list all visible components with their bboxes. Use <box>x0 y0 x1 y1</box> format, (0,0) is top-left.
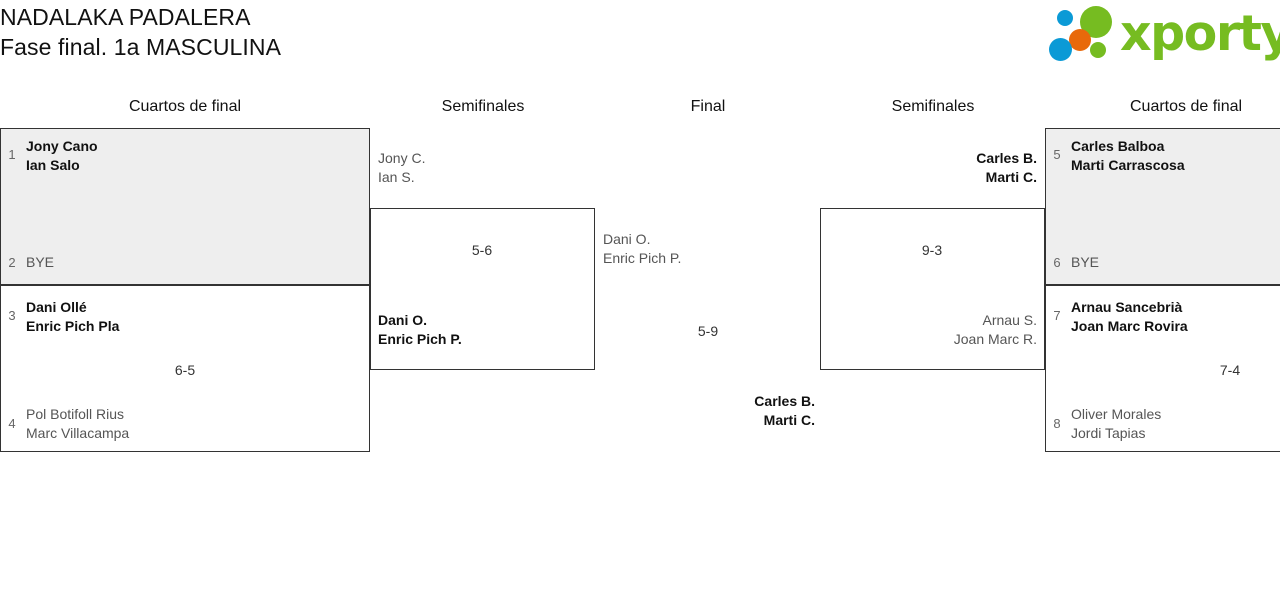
team-final-right[interactable]: Carles B. Marti C. <box>615 392 815 429</box>
team-line-2: Ian Salo <box>26 156 80 173</box>
team-line-2: Ian S. <box>378 168 415 185</box>
seed-number: 5 <box>1053 147 1061 162</box>
round-header-final: Final <box>690 98 726 115</box>
team-right-qf2-bottom[interactable]: Oliver Morales Jordi Tapias <box>1071 405 1161 442</box>
team-line-1: BYE <box>1071 254 1100 270</box>
tournament-name: NADALAKA PADALERA <box>0 4 251 30</box>
match-box-left-semifinal[interactable] <box>370 208 595 370</box>
score-final: 5-9 <box>697 323 719 339</box>
team-left-qf2-bottom[interactable]: Pol Botifoll Rius Marc Villacampa <box>26 405 129 442</box>
match-box-left-qf1[interactable] <box>0 128 370 285</box>
team-right-semi-bottom[interactable]: Arnau S. Joan Marc R. <box>837 311 1037 348</box>
team-line-2: Marti C. <box>985 168 1037 185</box>
team-line-1: Carles B. <box>976 150 1037 166</box>
team-right-semi-top[interactable]: Carles B. Marti C. <box>837 149 1037 186</box>
round-header-right-semis: Semifinales <box>891 98 975 115</box>
seed-number: 2 <box>8 255 16 270</box>
team-line-1: Carles Balboa <box>1071 138 1165 154</box>
team-line-1: Jony Cano <box>26 138 98 154</box>
team-line-1: BYE <box>26 254 55 270</box>
team-left-qf1-bottom[interactable]: BYE <box>26 253 54 272</box>
team-line-2: Marc Villacampa <box>26 424 130 441</box>
team-line-1: Oliver Morales <box>1071 406 1162 422</box>
seed-number: 4 <box>8 416 16 431</box>
seed-number: 8 <box>1053 416 1061 431</box>
tournament-phase: Fase final. 1a MASCULINA <box>0 34 282 60</box>
team-line-2: Joan Marc R. <box>953 330 1037 347</box>
logo-dots-icon <box>1045 4 1125 64</box>
team-line-2: Enric Pich P. <box>378 330 462 347</box>
team-line-2: Enric Pich Pla <box>26 317 120 334</box>
team-line-1: Arnau Sancebrià <box>1071 299 1183 315</box>
team-line-2: Marti Carrascosa <box>1071 156 1185 173</box>
seed-number: 6 <box>1053 255 1061 270</box>
score-left-semifinal: 5-6 <box>471 242 493 258</box>
team-line-1: Dani Ollé <box>26 299 87 315</box>
round-header-left-quarters: Cuartos de final <box>128 98 242 115</box>
team-left-qf1-top[interactable]: Jony Cano Ian Salo <box>26 137 98 174</box>
team-right-qf2-top[interactable]: Arnau Sancebrià Joan Marc Rovira <box>1071 298 1188 335</box>
team-final-left[interactable]: Dani O. Enric Pich P. <box>603 230 681 267</box>
team-left-qf2-top[interactable]: Dani Ollé Enric Pich Pla <box>26 298 119 335</box>
match-box-right-qf2[interactable] <box>1045 285 1280 452</box>
team-line-1: Dani O. <box>603 231 651 247</box>
match-box-right-qf1[interactable] <box>1045 128 1280 285</box>
team-line-1: Jony C. <box>378 150 426 166</box>
team-line-1: Dani O. <box>378 312 428 328</box>
logo-wordmark: xporty <box>1120 5 1280 62</box>
round-header-left-semis: Semifinales <box>441 98 525 115</box>
page-header: NADALAKA PADALERA Fase final. 1a MASCULI… <box>0 0 1280 95</box>
team-line-2: Enric Pich P. <box>603 249 682 266</box>
xporty-logo[interactable]: xporty <box>1045 4 1280 66</box>
team-line-2: Marti C. <box>763 411 815 428</box>
team-line-1: Pol Botifoll Rius <box>26 406 125 422</box>
team-left-semi-top[interactable]: Jony C. Ian S. <box>378 149 425 186</box>
team-line-1: Carles B. <box>754 393 815 409</box>
seed-number: 7 <box>1053 308 1061 323</box>
match-box-left-qf2[interactable] <box>0 285 370 452</box>
score-left-qf2: 6-5 <box>174 362 196 378</box>
score-right-qf2: 7-4 <box>1219 362 1241 378</box>
match-box-right-semifinal[interactable] <box>820 208 1045 370</box>
team-right-qf1-bottom[interactable]: BYE <box>1071 253 1099 272</box>
score-right-semifinal: 9-3 <box>921 242 943 258</box>
team-left-semi-bottom[interactable]: Dani O. Enric Pich P. <box>378 311 462 348</box>
seed-number: 3 <box>8 308 16 323</box>
team-line-2: Jordi Tapias <box>1071 424 1146 441</box>
seed-number: 1 <box>8 147 16 162</box>
tournament-title-block: NADALAKA PADALERA Fase final. 1a MASCULI… <box>0 2 281 62</box>
team-right-qf1-top[interactable]: Carles Balboa Marti Carrascosa <box>1071 137 1185 174</box>
team-line-2: Joan Marc Rovira <box>1071 317 1188 334</box>
team-line-1: Arnau S. <box>982 312 1037 328</box>
round-header-right-quarters: Cuartos de final <box>1130 98 1243 115</box>
